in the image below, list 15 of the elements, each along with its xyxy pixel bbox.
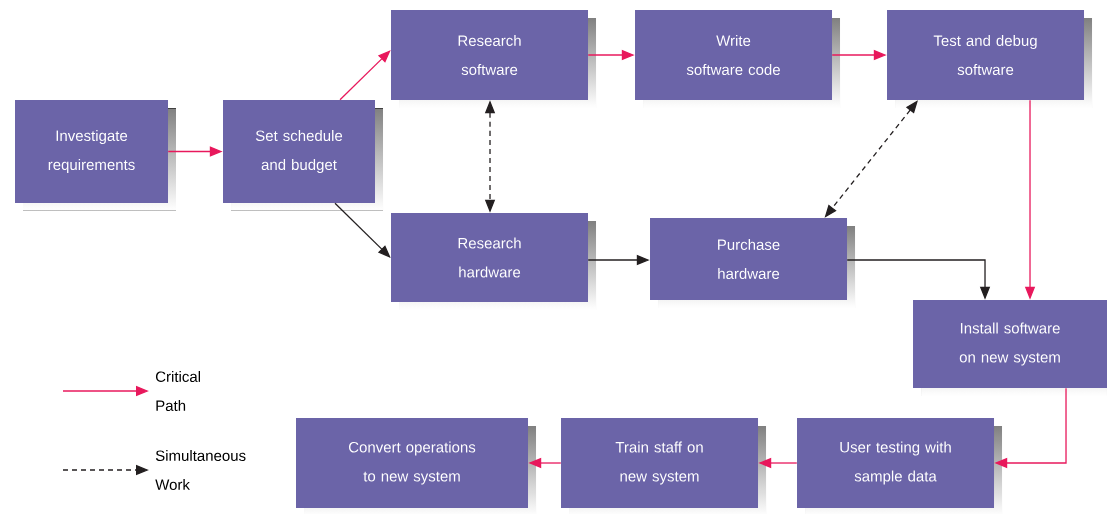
process-box: User testing with sample data	[797, 418, 1002, 514]
process-box: Research hardware	[391, 213, 596, 310]
process-box: Write software code	[635, 10, 840, 108]
process-box: Investigate requirements	[15, 100, 176, 211]
legend-text: Simultaneous Work	[155, 450, 246, 490]
process-box: Test and debug software	[887, 10, 1092, 108]
process-box: Train staff on new system	[561, 418, 766, 514]
arrow	[334, 202, 391, 258]
process-box: Install software on new system	[913, 300, 1107, 396]
arrow	[339, 50, 391, 101]
process-box: Purchase hardware	[650, 218, 855, 308]
legend-text: Critical Path	[155, 371, 200, 411]
process-box: Convert operations to new system	[296, 418, 536, 514]
process-box: Set schedule and budget	[223, 100, 383, 211]
process-box: Research software	[391, 10, 596, 108]
